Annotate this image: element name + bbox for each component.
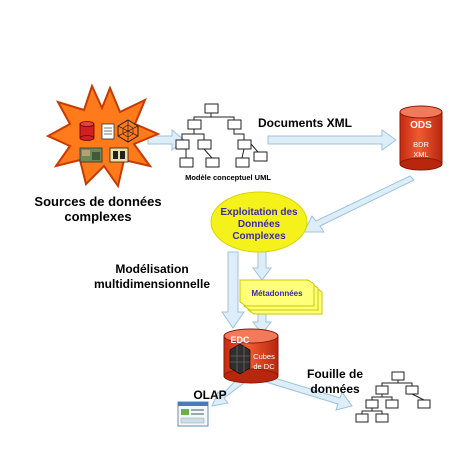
web-icon: [117, 119, 139, 143]
document-icon: [101, 123, 115, 140]
metadata-label: Métadonnées: [251, 289, 303, 298]
arrow-edc-to-olap: [211, 377, 245, 407]
edc-title: EDC: [230, 335, 250, 345]
image-icon: [79, 147, 103, 163]
arrow-exploitation-to-metadata: [252, 251, 272, 281]
mining-tree-diagram: [355, 371, 431, 423]
exploitation-label-line1: Exploitation des: [220, 207, 298, 218]
database-icon: [79, 121, 95, 141]
ods-cylinder: [399, 105, 443, 171]
ods-label-line2: XML: [413, 150, 428, 159]
edc-label-line1: Cubes: [253, 352, 275, 361]
sources-label-line1: Sources de données: [34, 194, 161, 209]
sources-label-line2: complexes: [64, 209, 131, 224]
arrow-uml-to-ods: [267, 129, 397, 151]
cube-icon: [229, 343, 251, 375]
exploitation-label-line3: Complexes: [232, 231, 286, 242]
xml-documents-label: Documents XML: [258, 116, 352, 130]
edc-label-line2: de DC: [253, 362, 275, 371]
arrow-ods-to-exploitation: [303, 175, 415, 233]
video-icon: [109, 147, 129, 163]
uml-caption: Modèle conceptuel UML: [185, 173, 271, 182]
metadata-sheets: [239, 279, 323, 315]
arrow-exploitation-to-edc: [221, 251, 245, 329]
ods-title: ODS: [410, 120, 432, 131]
fouille-label-line2: données: [310, 382, 360, 396]
olap-screenshot: [177, 401, 209, 427]
olap-label: OLAP: [193, 388, 226, 402]
ods-label-line1: BDR: [413, 140, 429, 149]
arrow-edc-to-fouille: [265, 375, 353, 411]
exploitation-ellipse: [210, 191, 308, 253]
modelisation-label-line1: Modélisation: [115, 262, 188, 276]
fouille-label-line1: Fouille de: [307, 367, 363, 381]
uml-model-diagram: [175, 103, 268, 168]
exploitation-label-line2: Données: [238, 219, 281, 230]
modelisation-label-line2: multidimensionnelle: [94, 277, 210, 291]
